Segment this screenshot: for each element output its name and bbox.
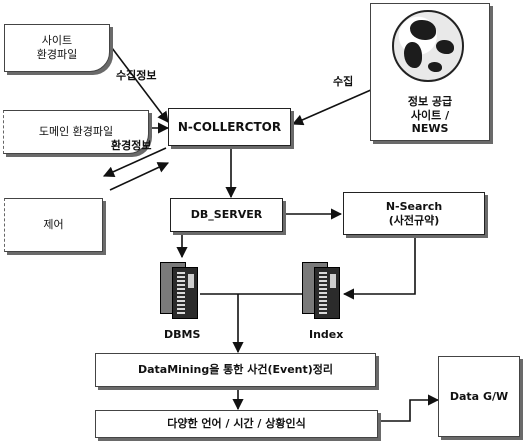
domain-env-file-label: 도메인 환경파일 bbox=[39, 125, 113, 139]
site-env-file-label-line2: 환경파일 bbox=[37, 48, 77, 62]
recognition-label: 다양한 언어 / 시간 / 상황인식 bbox=[167, 417, 306, 431]
arrow-recognition-to-datagw bbox=[380, 400, 438, 421]
site-env-file-label-line1: 사이트 bbox=[37, 34, 77, 48]
edge-label-collect-info: 수집정보 bbox=[116, 67, 156, 83]
collector-label: N-COLLERCTOR bbox=[178, 120, 281, 135]
index-server-icon bbox=[314, 267, 340, 319]
nsearch-label-line1: N-Search bbox=[386, 200, 442, 214]
collector-box: N-COLLERCTOR bbox=[168, 108, 291, 146]
edge-label-collect: 수집 bbox=[333, 73, 353, 89]
control-box: 제어 bbox=[4, 198, 103, 252]
info-supply-label-line3: NEWS bbox=[408, 122, 452, 136]
db-server-box: DB_SERVER bbox=[170, 198, 283, 232]
db-server-label: DB_SERVER bbox=[191, 208, 262, 222]
info-supply-label-line1: 정보 공급 bbox=[408, 95, 452, 109]
edge-label-env-info: 환경정보 bbox=[111, 137, 151, 153]
datamining-box: DataMining을 통한 사건(Event)정리 bbox=[95, 353, 376, 387]
data-gw-box: Data G/W bbox=[438, 356, 520, 437]
nsearch-box: N-Search (사전규약) bbox=[343, 192, 485, 235]
index-label: Index bbox=[309, 328, 343, 341]
globe-icon bbox=[392, 10, 464, 82]
recognition-box: 다양한 언어 / 시간 / 상황인식 bbox=[95, 410, 378, 438]
nsearch-label-line2: (사전규약) bbox=[386, 214, 442, 228]
arrow-nsearch-to-index bbox=[344, 236, 415, 294]
dbms-server-icon bbox=[172, 267, 198, 319]
datamining-label: DataMining을 통한 사건(Event)정리 bbox=[138, 363, 333, 377]
arrow-info-supply-to-collector bbox=[293, 86, 380, 124]
info-supply-label-line2: 사이트 / bbox=[408, 109, 452, 123]
dbms-label: DBMS bbox=[164, 328, 200, 341]
site-env-file-box: 사이트 환경파일 bbox=[4, 24, 110, 72]
data-gw-label: Data G/W bbox=[450, 390, 508, 404]
arrow-control-to-collector bbox=[110, 163, 168, 190]
control-label: 제어 bbox=[43, 218, 63, 232]
